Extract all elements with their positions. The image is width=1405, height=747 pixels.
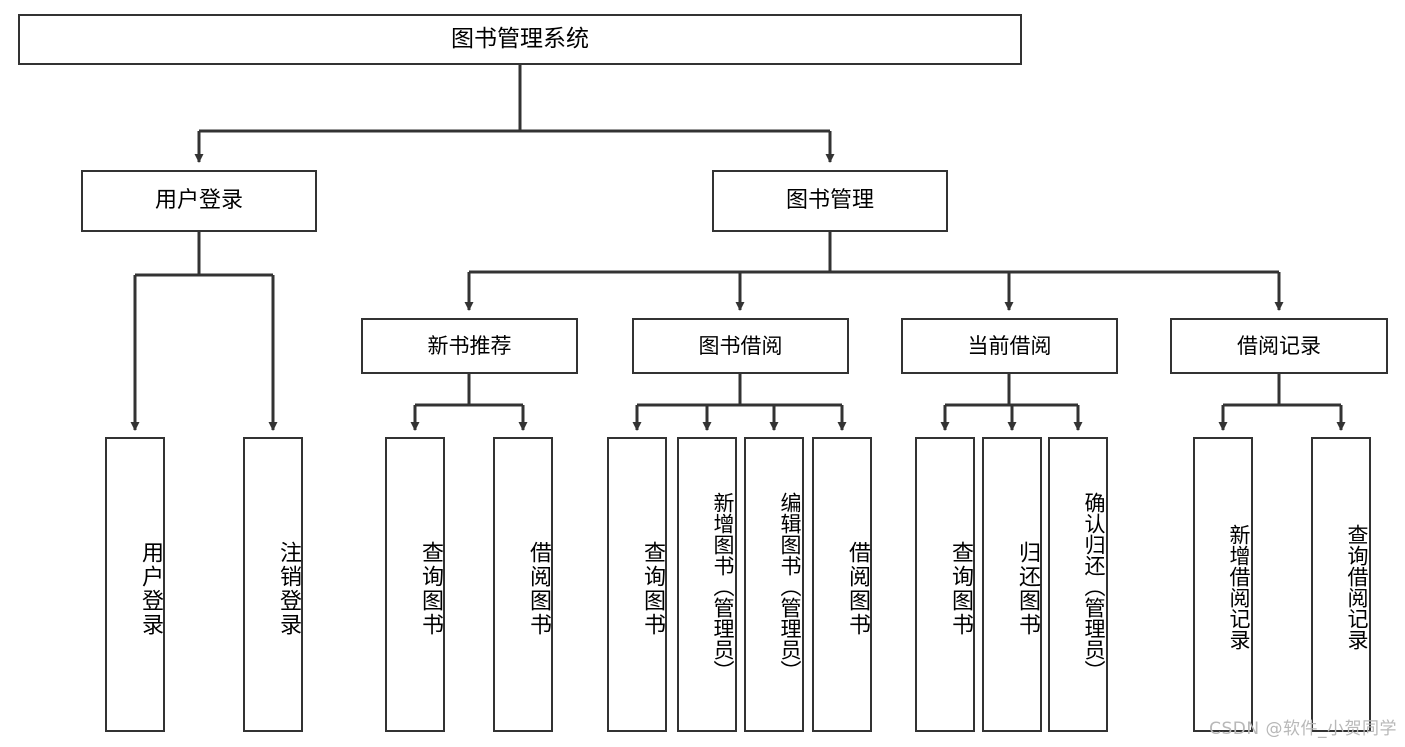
leaf-borrow-add-book-label: 新增图书（管理员）	[711, 492, 735, 681]
node-root-system[interactable]: 图书管理系统	[18, 14, 1022, 65]
leaf-user-login-logout[interactable]: 注销登录	[243, 437, 303, 732]
leaf-record-query-label: 查询借阅记录	[1345, 523, 1369, 650]
leaf-borrow-query-book-label: 查询图书	[640, 540, 665, 637]
node-book-management[interactable]: 图书管理	[712, 170, 948, 232]
leaf-current-return-book-label: 归还图书	[1015, 540, 1040, 637]
leaf-user-login-login-label: 用户登录	[138, 540, 163, 637]
leaf-borrow-query-book[interactable]: 查询图书	[607, 437, 667, 732]
csdn-watermark: CSDN @软件_小贺同学	[1209, 719, 1397, 739]
leaf-new-book-query-label: 查询图书	[418, 540, 443, 637]
node-user-login-label: 用户登录	[154, 188, 243, 214]
node-new-book-recommend-label: 新书推荐	[427, 333, 512, 358]
leaf-record-add[interactable]: 新增借阅记录	[1193, 437, 1253, 732]
node-book-borrow[interactable]: 图书借阅	[632, 318, 849, 374]
leaf-current-query-book[interactable]: 查询图书	[915, 437, 975, 732]
node-root-system-label: 图书管理系统	[451, 25, 589, 52]
leaf-new-book-borrow[interactable]: 借阅图书	[493, 437, 553, 732]
node-current-borrow-label: 当前借阅	[967, 333, 1052, 358]
node-borrow-record[interactable]: 借阅记录	[1170, 318, 1388, 374]
node-user-login[interactable]: 用户登录	[81, 170, 317, 232]
leaf-borrow-add-book[interactable]: 新增图书（管理员）	[677, 437, 737, 732]
leaf-record-add-label: 新增借阅记录	[1227, 523, 1251, 650]
leaf-borrow-edit-book[interactable]: 编辑图书（管理员）	[744, 437, 804, 732]
leaf-borrow-borrow-book[interactable]: 借阅图书	[812, 437, 872, 732]
node-current-borrow[interactable]: 当前借阅	[901, 318, 1118, 374]
leaf-current-return-book[interactable]: 归还图书	[982, 437, 1042, 732]
leaf-new-book-borrow-label: 借阅图书	[526, 540, 551, 637]
node-book-borrow-label: 图书借阅	[698, 333, 783, 358]
leaf-current-confirm-return-label: 确认归还（管理员）	[1082, 492, 1106, 681]
node-borrow-record-label: 借阅记录	[1237, 333, 1321, 358]
leaf-record-query[interactable]: 查询借阅记录	[1311, 437, 1371, 732]
leaf-current-query-book-label: 查询图书	[948, 540, 973, 637]
node-book-management-label: 图书管理	[785, 188, 874, 214]
leaf-current-confirm-return[interactable]: 确认归还（管理员）	[1048, 437, 1108, 732]
leaf-user-login-login[interactable]: 用户登录	[105, 437, 165, 732]
leaf-borrow-edit-book-label: 编辑图书（管理员）	[778, 492, 802, 681]
leaf-new-book-query[interactable]: 查询图书	[385, 437, 445, 732]
leaf-borrow-borrow-book-label: 借阅图书	[845, 540, 870, 637]
leaf-user-login-logout-label: 注销登录	[276, 540, 301, 637]
node-new-book-recommend[interactable]: 新书推荐	[361, 318, 578, 374]
